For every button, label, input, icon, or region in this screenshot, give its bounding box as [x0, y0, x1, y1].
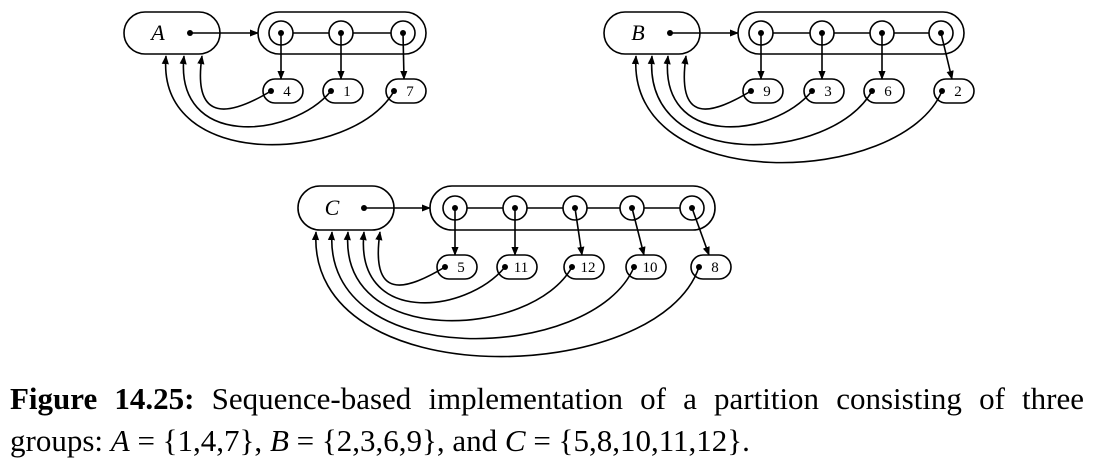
element-label: 1 — [343, 84, 351, 100]
caption-label: Figure 14.25: — [10, 381, 195, 416]
group-back-pointer — [327, 231, 635, 340]
caption-a-var: A — [110, 423, 130, 458]
element-node — [742, 78, 784, 104]
group-A: A 4 1 7 — [123, 11, 427, 146]
group-back-pointer — [197, 55, 272, 110]
element-node — [322, 78, 364, 104]
element-node — [563, 254, 605, 280]
element-node — [385, 78, 427, 104]
group-back-pointer — [343, 231, 573, 322]
element-node — [625, 254, 667, 280]
element-label: 12 — [581, 260, 596, 276]
element-label: 3 — [824, 84, 832, 100]
figure-caption: Figure 14.25: Sequence-based implementat… — [10, 378, 1084, 462]
group-back-pointer — [663, 55, 813, 128]
caption-c-set: = {5,8,10,11,12}. — [525, 423, 750, 458]
group-name-label: A — [149, 20, 165, 45]
element-label: 7 — [406, 84, 414, 100]
element-label: 6 — [884, 84, 892, 100]
element-node — [690, 254, 732, 280]
element-pointer-arrow — [574, 207, 585, 256]
caption-b-var: B — [269, 423, 289, 458]
group-back-pointer — [375, 231, 446, 286]
element-node — [262, 78, 304, 104]
group-back-pointer — [681, 55, 752, 110]
group-back-pointer — [179, 55, 332, 128]
caption-a-set: = {1,4,7}, — [129, 423, 270, 458]
group-B: B 9 3 6 2 — [603, 11, 975, 164]
group-back-pointer — [647, 55, 873, 146]
element-node — [803, 78, 845, 104]
group-back-pointer — [631, 55, 943, 164]
element-node — [863, 78, 905, 104]
element-label: 10 — [643, 260, 658, 276]
element-label: 8 — [711, 260, 719, 276]
group-name-label: C — [325, 195, 340, 220]
element-pointer-arrow — [631, 207, 646, 256]
caption-b-set: = {2,3,6,9}, and — [288, 423, 505, 458]
group-back-pointer — [359, 231, 506, 304]
element-pointer-arrow — [940, 32, 954, 80]
element-label: 11 — [514, 260, 528, 276]
caption-c-var: C — [504, 423, 526, 458]
caption-text: Sequence-based implementation of a parti… — [10, 381, 1084, 458]
partition-diagram: A 4 1 7 B 9 3 6 2 C 5 11 12 10 8 — [123, 11, 975, 358]
element-pointer-arrow — [400, 32, 408, 80]
element-node — [496, 254, 538, 280]
element-label: 4 — [283, 84, 291, 100]
group-back-pointer — [311, 231, 700, 358]
element-label: 9 — [763, 84, 771, 100]
element-node — [436, 254, 478, 280]
element-label: 5 — [457, 260, 465, 276]
group-back-pointer — [161, 55, 395, 146]
group-name-label: B — [631, 20, 644, 45]
group-C: C 5 11 12 10 8 — [297, 185, 732, 358]
element-pointer-arrow — [691, 207, 710, 256]
element-label: 2 — [954, 84, 962, 100]
element-node — [933, 78, 975, 104]
